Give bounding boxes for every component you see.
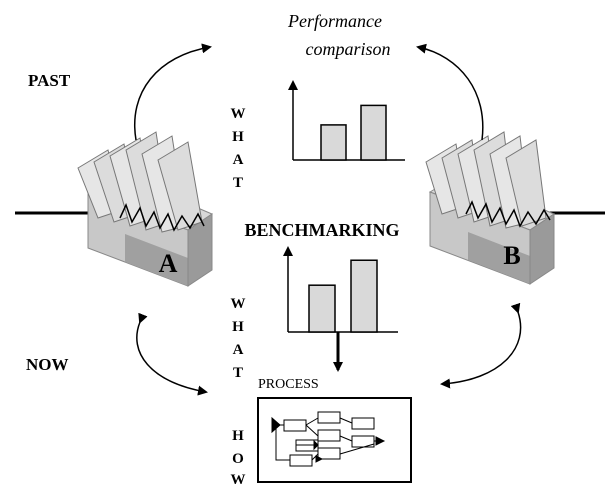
benchmarking-label: BENCHMARKING — [244, 220, 399, 240]
curved-arrow-past-b-to-performance — [416, 43, 484, 141]
how-letter: O — [232, 451, 244, 467]
top-performance-chart — [288, 80, 405, 161]
past-label: PAST — [28, 71, 71, 90]
what-letter: A — [233, 152, 244, 168]
company-a-label: A — [159, 249, 178, 278]
company-a-fins — [77, 131, 203, 233]
what-vertical-top: W H A T — [231, 106, 246, 191]
curved-arrow-past-a-to-performance — [134, 43, 212, 141]
what-letter: W — [231, 296, 246, 312]
company-b-zigzag — [465, 200, 551, 228]
mid-chart-bar-1 — [308, 284, 336, 333]
what-letter: T — [233, 365, 243, 381]
how-letter: H — [232, 428, 244, 444]
mid-performance-chart — [283, 246, 398, 333]
now-label: NOW — [26, 355, 69, 374]
curved-arrow-now-b-process — [440, 302, 522, 389]
company-a-zigzag — [119, 203, 205, 232]
process-flowchart — [271, 411, 386, 467]
how-letter: W — [231, 472, 246, 486]
how-vertical: H O W — [231, 428, 246, 486]
what-letter: T — [233, 175, 243, 191]
process-box — [257, 397, 412, 483]
what-letter: H — [232, 129, 244, 145]
company-a-block: A — [77, 131, 214, 287]
top-chart-bar-1 — [320, 124, 347, 161]
what-letter: W — [231, 106, 246, 122]
curved-arrow-now-a-process — [136, 312, 208, 396]
what-letter: H — [232, 319, 244, 335]
what-vertical-mid: W H A T — [231, 296, 246, 381]
performance-title-line1: Performance — [287, 11, 382, 31]
company-b-label: B — [503, 241, 520, 270]
company-b-fins — [425, 131, 547, 229]
what-letter: A — [233, 342, 244, 358]
top-chart-bar-2 — [360, 104, 387, 161]
process-label: PROCESS — [258, 377, 319, 392]
company-b-block: B — [425, 131, 556, 285]
mid-chart-bar-2 — [350, 259, 378, 333]
performance-title-line2: comparison — [306, 39, 391, 59]
